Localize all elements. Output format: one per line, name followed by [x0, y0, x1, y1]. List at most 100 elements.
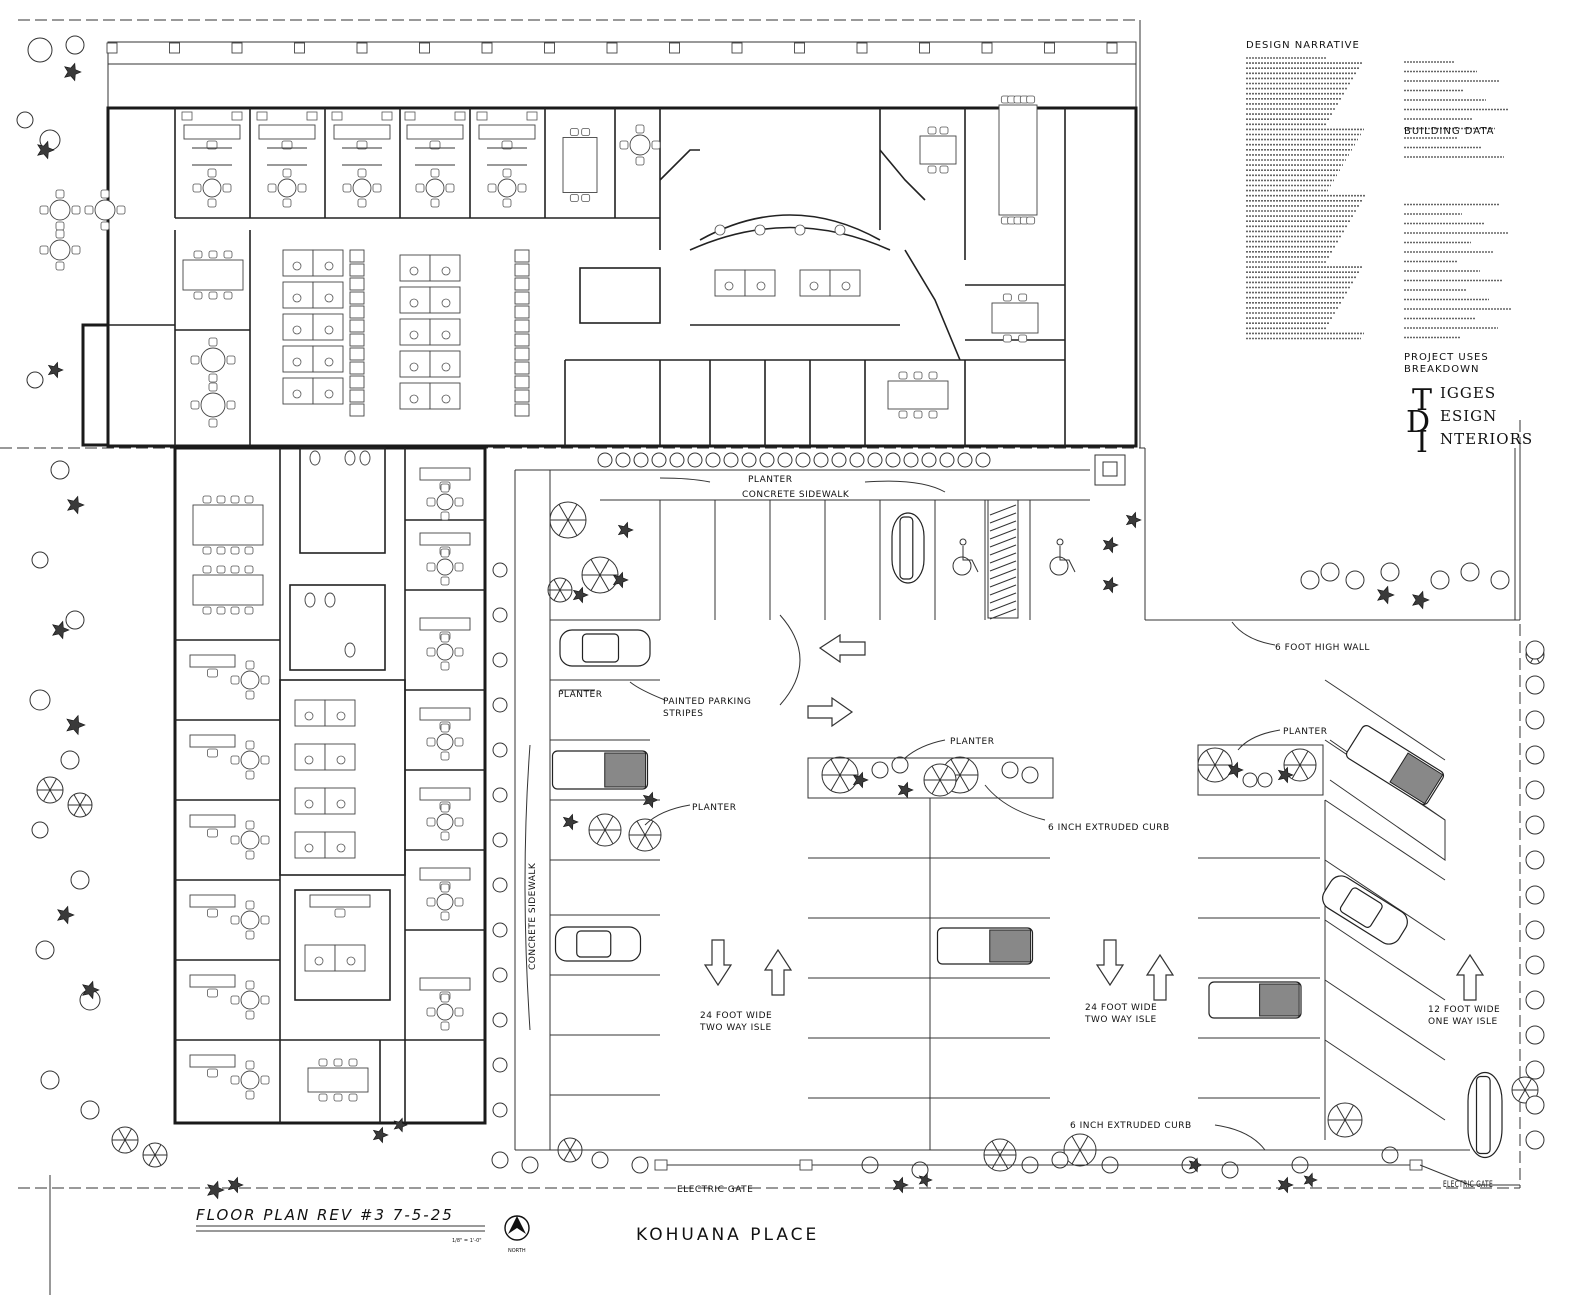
bush — [521, 1156, 539, 1174]
bush — [492, 1102, 508, 1118]
car — [1322, 875, 1408, 945]
west-annex — [81, 323, 110, 447]
bush — [80, 1100, 100, 1120]
toilet — [344, 642, 356, 658]
workstation — [399, 286, 461, 314]
bush — [1525, 920, 1545, 940]
bush — [939, 452, 955, 468]
bush — [492, 832, 508, 848]
shrub — [37, 140, 55, 160]
shrub — [562, 813, 579, 831]
bush — [615, 452, 631, 468]
aisle-label: ONE WAY ISLE — [1428, 1017, 1498, 1027]
workstation — [282, 281, 344, 309]
shrub — [1277, 1176, 1294, 1194]
shrub — [67, 495, 85, 515]
shrub — [852, 771, 869, 789]
project-uses-sub: BREAKDOWN — [1404, 364, 1479, 375]
curb-label: 6 INCH EXTRUDED CURB — [1070, 1121, 1192, 1131]
bush — [957, 452, 973, 468]
bush — [795, 452, 811, 468]
tree — [1283, 748, 1317, 782]
truck — [1208, 981, 1302, 1019]
toilet — [344, 450, 356, 466]
desk — [189, 894, 236, 918]
car — [559, 629, 651, 667]
workstation — [294, 699, 356, 727]
shrub — [1277, 766, 1294, 784]
bush — [1525, 710, 1545, 730]
bush — [1525, 1060, 1545, 1080]
aisle-label: 24 FOOT WIDE — [700, 1011, 772, 1021]
bush — [50, 460, 70, 480]
bush — [867, 452, 883, 468]
round-table — [619, 124, 661, 166]
bush — [492, 922, 508, 938]
bush — [60, 750, 80, 770]
arrow-up-icon — [1455, 953, 1485, 1001]
aisle-label: 24 FOOT WIDE — [1085, 1003, 1157, 1013]
company-logo: T D I IGGES ESIGN NTERIORS — [1406, 383, 1532, 460]
workstation — [304, 944, 366, 972]
bush — [492, 1057, 508, 1073]
aisle-label: TWO WAY ISLE — [1084, 1015, 1157, 1025]
bush — [70, 870, 90, 890]
sidewalk-label: CONCRETE SIDEWALK — [742, 490, 850, 500]
workstation — [294, 787, 356, 815]
arrow-left-icon — [818, 633, 866, 664]
bush — [885, 452, 901, 468]
table-set — [887, 371, 949, 419]
shrub — [227, 1176, 244, 1194]
tree — [67, 792, 93, 818]
shrub — [52, 620, 70, 640]
round-table — [426, 548, 464, 586]
column — [981, 42, 993, 54]
workstation — [294, 831, 356, 859]
bush — [1525, 745, 1545, 765]
bush — [1242, 772, 1258, 788]
workstation — [399, 382, 461, 410]
curb-label: 6 INCH EXTRUDED CURB — [1048, 823, 1170, 833]
round-table — [230, 660, 270, 700]
bush — [903, 452, 919, 468]
bush — [777, 452, 793, 468]
car — [891, 512, 925, 584]
arrow-up-icon — [763, 948, 793, 996]
bush — [891, 756, 909, 774]
table-set — [562, 128, 598, 202]
bush — [1001, 761, 1019, 779]
bush — [723, 452, 739, 468]
table-set — [182, 250, 244, 300]
bush — [491, 1151, 509, 1169]
round-table — [415, 168, 455, 208]
tree — [821, 756, 859, 794]
design-narrative-heading: DESIGN NARRATIVE — [1246, 40, 1360, 51]
bush — [651, 452, 667, 468]
round-table — [39, 189, 81, 231]
toilet — [309, 450, 321, 466]
aisle-label: TWO WAY ISLE — [699, 1023, 772, 1033]
car — [1467, 1071, 1503, 1159]
bush — [1525, 990, 1545, 1010]
table-set — [192, 565, 264, 615]
round-table — [426, 883, 464, 921]
cars — [551, 512, 1503, 1159]
shrub — [207, 1180, 225, 1200]
shrub — [47, 361, 64, 379]
column — [544, 42, 555, 54]
bush — [1380, 562, 1400, 582]
south-wing — [173, 446, 487, 1125]
bush — [492, 1012, 508, 1028]
round-table — [190, 382, 236, 428]
round-table — [230, 1060, 270, 1100]
round-table — [342, 168, 382, 208]
wall-label: 6 FOOT HIGH WALL — [1275, 643, 1370, 653]
north-label: NORTH — [508, 1248, 526, 1254]
round-table — [426, 483, 464, 521]
bush — [1381, 1146, 1399, 1164]
workstation — [399, 318, 461, 346]
shrub — [1125, 511, 1142, 529]
bush — [741, 452, 757, 468]
building-data-heading: BUILDING DATA — [1404, 126, 1495, 137]
bush — [1525, 955, 1545, 975]
